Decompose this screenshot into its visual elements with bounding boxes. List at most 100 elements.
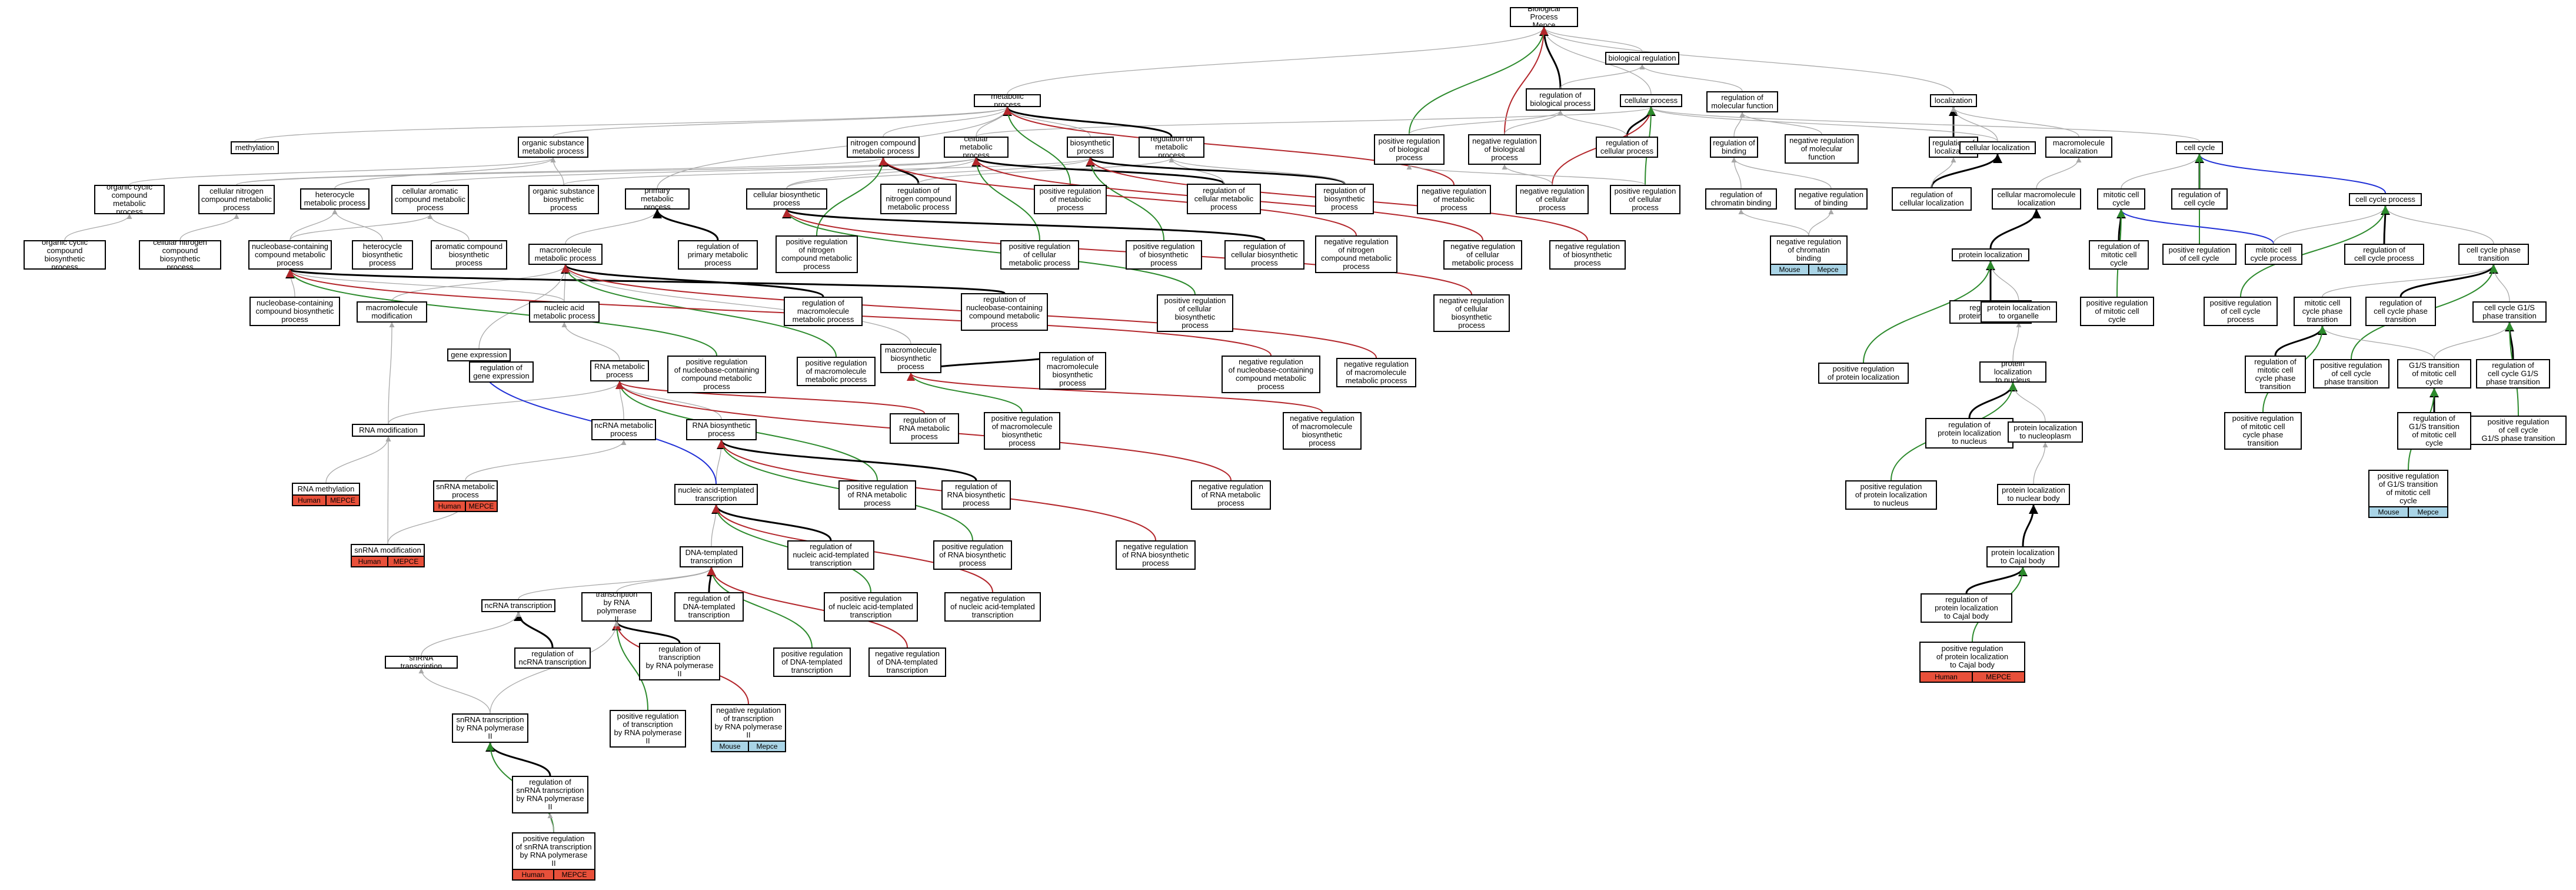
go-term-positive-regulation-of-nitrogen-compound-metabolic-process[interactable]: positive regulation of nitrogen compound… [776, 235, 858, 273]
go-term-aromatic-compound-biosynthetic-process[interactable]: aromatic compound biosynthetic process [431, 240, 507, 270]
go-term-rna-metabolic-process[interactable]: RNA metabolic process [590, 360, 649, 381]
go-term-regulation-of-cellular-process[interactable]: regulation of cellular process [1596, 137, 1658, 158]
go-term-negative-regulation-of-binding[interactable]: negative regulation of binding [1795, 188, 1868, 210]
go-term-regulation-of-binding[interactable]: regulation of binding [1710, 137, 1758, 158]
go-term-gene-expression[interactable]: gene expression [447, 348, 511, 361]
go-term-nucleic-acid-metabolic-process[interactable]: nucleic acid metabolic process [529, 301, 600, 323]
go-term-negative-regulation-of-molecular-function[interactable]: negative regulation of molecular functio… [1785, 134, 1859, 164]
go-term-organic-substance-metabolic-process[interactable]: organic substance metabolic process [518, 137, 588, 158]
go-term-cell-cycle[interactable]: cell cycle [2176, 141, 2223, 154]
go-term-regulation-of-biosynthetic-process[interactable]: regulation of biosynthetic process [1315, 184, 1374, 214]
go-term-positive-regulation-of-metabolic-process[interactable]: positive regulation of metabolic process [1034, 185, 1107, 214]
go-term-negative-regulation-of-cellular-metabolic-process[interactable]: negative regulation of cellular metaboli… [1443, 240, 1522, 270]
go-term-organic-cyclic-compound-biosynthetic-process[interactable]: organic cyclic compound biosynthetic pro… [24, 240, 106, 270]
go-term-regulation-of-transcription-by-rna-polymerase-ii[interactable]: regulation of transcription by RNA polym… [639, 643, 720, 680]
go-term-positive-regulation-of-mitotic-cell-cycle-phase-transition[interactable]: positive regulation of mitotic cell cycl… [2224, 412, 2302, 450]
go-term-positive-regulation-of-protein-localization[interactable]: positive regulation of protein localizat… [1818, 363, 1909, 384]
go-term-regulation-of-cellular-localization[interactable]: regulation of cellular localization [1892, 187, 1972, 211]
go-term-regulation-of-primary-metabolic-process[interactable]: regulation of primary metabolic process [678, 240, 758, 270]
go-term-negative-regulation-of-cellular-process[interactable]: negative regulation of cellular process [1516, 185, 1589, 214]
go-term-regulation-of-mitotic-cell-cycle-phase-transition[interactable]: regulation of mitotic cell cycle phase t… [2245, 356, 2306, 393]
go-term-regulation-of-dna-templated-transcription[interactable]: regulation of DNA-templated transcriptio… [674, 592, 744, 622]
go-term-regulation-of-cell-cycle-phase-transition[interactable]: regulation of cell cycle phase transitio… [2365, 297, 2436, 326]
go-term-negative-regulation-of-nitrogen-compound-metabolic-process[interactable]: negative regulation of nitrogen compound… [1315, 235, 1397, 273]
go-term-cellular-macromolecule-localization[interactable]: cellular macromolecule localization [1992, 188, 2081, 210]
go-term-negative-regulation-of-rna-metabolic-process[interactable]: negative regulation of RNA metabolic pro… [1191, 480, 1271, 510]
go-term-regulation-of-cell-cycle-process[interactable]: regulation of cell cycle process [2344, 244, 2424, 265]
go-term-positive-regulation-of-cell-cycle-process[interactable]: positive regulation of cell cycle proces… [2204, 297, 2278, 326]
go-term-regulation-of-protein-localization-to-cajal-body[interactable]: regulation of protein localization to Ca… [1921, 593, 2012, 623]
go-term-regulation-of-nucleic-acid-templated-transcription[interactable]: regulation of nucleic acid-templated tra… [787, 540, 874, 570]
go-term-positive-regulation-of-protein-localization-to-nucleus[interactable]: positive regulation of protein localizat… [1845, 480, 1937, 510]
go-term-regulation-of-protein-localization-to-nucleus[interactable]: regulation of protein localization to nu… [1925, 418, 2013, 449]
go-term-cellular-aromatic-compound-metabolic-process[interactable]: cellular aromatic compound metabolic pro… [391, 185, 469, 214]
go-term-transcription-by-rna-polymerase-ii[interactable]: transcription by RNA polymerase II [581, 592, 652, 622]
go-term-negative-regulation-of-biosynthetic-process[interactable]: negative regulation of biosynthetic proc… [1549, 240, 1626, 270]
go-term-snrna-transcription-by-rna-polymerase-ii[interactable]: snRNA transcription by RNA polymerase II [452, 713, 528, 743]
go-term-cellular-nitrogen-compound-metabolic-process[interactable]: cellular nitrogen compound metabolic pro… [198, 185, 275, 214]
go-term-negative-regulation-of-dna-templated-transcription[interactable]: negative regulation of DNA-templated tra… [868, 647, 946, 677]
go-term-rna-modification[interactable]: RNA modification [352, 424, 425, 437]
go-term-regulation-of-cellular-metabolic-process[interactable]: regulation of cellular metabolic process [1187, 184, 1261, 214]
go-term-snrna-transcription[interactable]: snRNA transcription [385, 656, 458, 669]
go-term-positive-regulation-of-rna-metabolic-process[interactable]: positive regulation of RNA metabolic pro… [838, 480, 916, 510]
go-term-regulation-of-nitrogen-compound-metabolic-process[interactable]: regulation of nitrogen compound metaboli… [880, 184, 957, 214]
go-term-negative-regulation-of-transcription-by-rna-polymerase-ii[interactable]: negative regulation of transcription by … [711, 704, 786, 742]
go-term-negative-regulation-of-chromatin-binding[interactable]: negative regulation of chromatin binding [1770, 235, 1848, 265]
go-term-regulation-of-macromolecule-biosynthetic-process[interactable]: regulation of macromolecule biosynthetic… [1039, 352, 1106, 390]
go-term-positive-regulation-of-dna-templated-transcription[interactable]: positive regulation of DNA-templated tra… [773, 647, 851, 677]
go-term-cell-cycle-g1s-phase-transition[interactable]: cell cycle G1/S phase transition [2472, 301, 2547, 323]
go-term-positive-regulation-of-snrna-transcription-by-rna-polymerase-ii[interactable]: positive regulation of snRNA transcripti… [512, 832, 595, 870]
go-term-nucleic-acid-templated-transcription[interactable]: nucleic acid-templated transcription [674, 484, 758, 505]
go-term-cellular-localization[interactable]: cellular localization [1959, 141, 2036, 154]
go-term-mitotic-cell-cycle-phase-transition[interactable]: mitotic cell cycle phase transition [2294, 297, 2351, 326]
go-term-dna-templated-transcription[interactable]: DNA-templated transcription [680, 546, 743, 567]
go-term-positive-regulation-of-cell-cycle-phase-transition[interactable]: positive regulation of cell cycle phase … [2313, 359, 2389, 388]
go-term-positive-regulation-of-macromolecule-biosynthetic-process[interactable]: positive regulation of macromolecule bio… [984, 412, 1060, 450]
go-term-cell-cycle-phase-transition[interactable]: cell cycle phase transition [2458, 244, 2529, 265]
go-term-methylation[interactable]: methylation [231, 141, 279, 154]
go-term-regulation-of-biological-process[interactable]: regulation of biological process [1526, 88, 1595, 111]
go-term-regulation-of-mitotic-cell-cycle[interactable]: regulation of mitotic cell cycle [2089, 240, 2149, 270]
go-term-positive-regulation-of-cellular-process[interactable]: positive regulation of cellular process [1610, 185, 1680, 214]
go-term-macromolecule-biosynthetic-process[interactable]: macromolecule biosynthetic process [880, 344, 941, 373]
go-term-protein-localization-to-nuclear-body[interactable]: protein localization to nuclear body [1997, 484, 2070, 505]
go-term-nucleobase-containing-compound-biosynthetic-process[interactable]: nucleobase-containing compound biosynthe… [249, 297, 340, 326]
go-term-negative-regulation-of-rna-biosynthetic-process[interactable]: negative regulation of RNA biosynthetic … [1116, 540, 1196, 570]
go-term-protein-localization-to-organelle[interactable]: protein localization to organelle [1981, 301, 2057, 323]
go-term-primary-metabolic-process[interactable]: primary metabolic process [625, 188, 690, 210]
go-term-snrna-metabolic-process[interactable]: snRNA metabolic process [433, 480, 498, 502]
go-term-positive-regulation-of-cell-cycle[interactable]: positive regulation of cell cycle [2162, 244, 2236, 265]
go-term-regulation-of-rna-biosynthetic-process[interactable]: regulation of RNA biosynthetic process [941, 480, 1011, 510]
go-term-nucleobase-containing-compound-metabolic-process[interactable]: nucleobase-containing compound metabolic… [248, 240, 332, 270]
go-term-positive-regulation-of-rna-biosynthetic-process[interactable]: positive regulation of RNA biosynthetic … [933, 540, 1012, 570]
go-term-regulation-of-ncrna-transcription[interactable]: regulation of ncRNA transcription [514, 647, 591, 669]
go-term-negative-regulation-of-nucleobase-containing-compound-metabolic-process[interactable]: negative regulation of nucleobase-contai… [1222, 356, 1320, 393]
go-term-negative-regulation-of-cellular-biosynthetic-process[interactable]: negative regulation of cellular biosynth… [1433, 294, 1510, 332]
go-term-mitotic-cell-cycle-process[interactable]: mitotic cell cycle process [2245, 244, 2302, 265]
go-term-organic-cyclic-compound-metabolic-process[interactable]: organic cyclic compound metabolic proces… [94, 185, 165, 214]
go-term-protein-localization-to-nucleus[interactable]: protein localization to nucleus [1979, 361, 2046, 383]
go-term-macromolecule-metabolic-process[interactable]: macromolecule metabolic process [528, 244, 603, 265]
go-term-biological-regulation[interactable]: biological regulation [1605, 52, 1679, 65]
go-term-macromolecule-modification[interactable]: macromolecule modification [357, 301, 427, 323]
go-term-regulation-of-gene-expression[interactable]: regulation of gene expression [469, 361, 534, 383]
go-term-negative-regulation-of-macromolecule-metabolic-process[interactable]: negative regulation of macromolecule met… [1336, 358, 1416, 387]
go-term-bp[interactable]: Biological Process Mepce [1510, 7, 1578, 27]
go-term-g1s-transition-of-mitotic-cell-cycle[interactable]: G1/S transition of mitotic cell cycle [2397, 359, 2471, 388]
go-term-biosynthetic-process[interactable]: biosynthetic process [1067, 137, 1114, 158]
go-term-heterocycle-biosynthetic-process[interactable]: heterocycle biosynthetic process [352, 240, 413, 270]
go-term-cellular-metabolic-process[interactable]: cellular metabolic process [944, 137, 1009, 158]
go-term-rna-biosynthetic-process[interactable]: RNA biosynthetic process [686, 419, 757, 440]
go-term-positive-regulation-of-g1s-transition-of-mitotic-cell-cycle[interactable]: positive regulation of G1/S transition o… [2368, 470, 2448, 507]
go-term-positive-regulation-of-transcription-by-rna-polymerase-ii[interactable]: positive regulation of transcription by … [610, 710, 686, 748]
go-term-organic-substance-biosynthetic-process[interactable]: organic substance biosynthetic process [528, 185, 599, 214]
go-term-regulation-of-nucleobase-containing-compound-metabolic-process[interactable]: regulation of nucleobase-containing comp… [961, 293, 1048, 331]
go-term-positive-regulation-of-protein-localization-to-cajal-body[interactable]: positive regulation of protein localizat… [1919, 642, 2025, 672]
go-term-regulation-of-cell-cycle-g1s-phase-transition[interactable]: regulation of cell cycle G1/S phase tran… [2476, 359, 2550, 388]
go-term-regulation-of-rna-metabolic-process[interactable]: regulation of RNA metabolic process [890, 413, 959, 444]
go-term-regulation-of-cellular-biosynthetic-process[interactable]: regulation of cellular biosynthetic proc… [1224, 240, 1304, 270]
go-term-ncrna-transcription[interactable]: ncRNA transcription [481, 599, 555, 612]
go-term-positive-regulation-of-biological-process[interactable]: positive regulation of biological proces… [1374, 134, 1445, 165]
go-term-cellular-process[interactable]: cellular process [1620, 94, 1682, 107]
